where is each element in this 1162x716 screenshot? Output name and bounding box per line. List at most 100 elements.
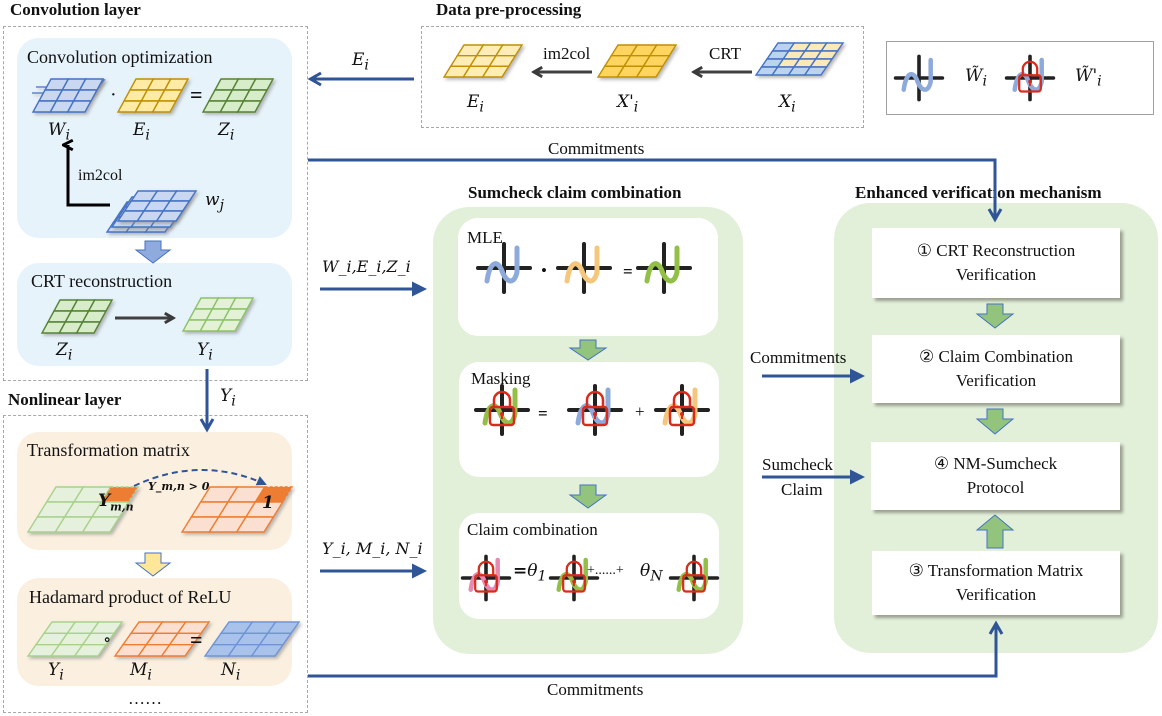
w-prime-tilde-symbol: W̃' — [1075, 66, 1098, 86]
w-symbol: w — [205, 190, 220, 210]
sub-i: i — [235, 667, 241, 684]
verification-crt-line1: CRT Reconstruction — [936, 241, 1076, 260]
label-Y-i-crt: Yi — [197, 340, 213, 363]
circ-operator: ∘ — [103, 630, 112, 649]
y-i-arrow-label: Yi — [220, 386, 236, 409]
sub-1: 1 — [537, 568, 547, 585]
legend-w-prime-tilde-label: W̃'i — [1075, 66, 1102, 89]
claim-combination-title: Claim combination — [467, 520, 598, 539]
step-number-2: ② — [918, 347, 935, 366]
N-symbol: N — [221, 660, 236, 680]
im2col-arrow — [68, 145, 110, 207]
sub-i: i — [1097, 73, 1102, 90]
verification-tm-line2: Verification — [955, 585, 1037, 604]
im2col-label: im2col — [78, 167, 123, 184]
sub-i: i — [145, 127, 150, 144]
sub-i: i — [479, 99, 484, 116]
block-arrow-crt-to-claim — [975, 303, 1015, 329]
matrix-cell — [160, 643, 195, 657]
commitments-top-arrow — [308, 158, 1003, 223]
M-symbol: M — [130, 660, 148, 680]
matrix-cell — [635, 65, 664, 78]
mle-title: MLE — [467, 228, 503, 247]
legend-plain-curve-icon — [893, 54, 945, 102]
Z-symbol: Z — [218, 120, 230, 140]
Y-symbol: Y — [48, 660, 60, 680]
matrix-cell — [155, 210, 184, 222]
verification-crt-line2: Verification — [955, 265, 1037, 284]
sub-i: i — [59, 667, 64, 684]
verification-nm-line1: NM-Sumcheck — [953, 454, 1058, 473]
sub-mn: m,n — [110, 500, 134, 514]
lock-icon — [1018, 60, 1042, 93]
lock-icon — [682, 560, 706, 593]
block-arrow-transform-to-hadamard — [134, 552, 172, 577]
W-symbol: W — [48, 120, 66, 140]
wez-arrow-label: W_i,E_i,Z_i — [322, 257, 411, 276]
mle-curve-blue — [476, 242, 532, 294]
condition-label: Y_m,n > 0 — [148, 480, 209, 493]
sub-i: i — [364, 57, 369, 74]
enhanced-title: Enhanced verification mechanism — [855, 183, 1102, 202]
verification-nm-line2: Protocol — [966, 478, 1025, 497]
matrix-cell — [73, 643, 108, 657]
matrix-cell — [66, 100, 93, 113]
function-curve — [564, 245, 600, 284]
masking-plus: + — [635, 402, 645, 421]
w-tilde-symbol: W̃ — [965, 66, 983, 86]
step-number-1: ① — [916, 241, 933, 260]
label-Xprime-i: X'i — [617, 92, 638, 115]
verification-box-nm-sumcheck: ④ NM-Sumcheck Protocol — [871, 442, 1120, 510]
sub-i: i — [231, 393, 236, 410]
function-curve — [484, 245, 520, 284]
matrix-one-transform — [180, 486, 294, 533]
hadamard-title: Hadamard product of ReLU — [29, 587, 232, 607]
ymn-arrow-label: Y_i, M_i, N_i — [322, 539, 423, 558]
legend-box — [886, 41, 1154, 115]
lock-icon — [581, 390, 609, 427]
matrix-E-i — [116, 78, 190, 113]
matrix-Y-i-crt — [181, 297, 255, 332]
label-Y-i-h: Yi — [48, 660, 64, 683]
matrix-cell — [250, 643, 285, 657]
matrix-cell — [481, 65, 510, 78]
block-arrow-transform-to-nm — [975, 514, 1015, 549]
function-curve — [901, 57, 933, 92]
sumcheck-claim-label-1: Sumcheck — [762, 455, 833, 474]
one-cell-label: 1 — [262, 493, 274, 513]
matrix-E-i-pre — [442, 44, 524, 78]
mle-equals: = — [623, 262, 633, 281]
matrix-W-i — [31, 78, 105, 113]
mle-curve-orange — [556, 242, 612, 294]
dot-operator: · — [110, 84, 117, 106]
masking-title: Masking — [471, 369, 531, 388]
label-Z-i: Zi — [218, 120, 234, 143]
label-W-i: Wi — [48, 120, 70, 143]
matrix-Z-i — [201, 78, 275, 113]
commitments-mid-label: Commitments — [750, 348, 847, 367]
nonlinear-layer-frame — [3, 415, 308, 713]
hadamard-equals: = — [190, 627, 203, 652]
sub-i: i — [633, 99, 639, 116]
ymn-cell-label: Ym,n — [98, 491, 134, 513]
theta-N-label: θN — [640, 561, 663, 584]
sub-i: i — [65, 127, 71, 144]
ellipsis: …… — [128, 689, 162, 708]
E-symbol: E — [352, 50, 365, 70]
data-preprocessing-frame — [421, 26, 864, 128]
sumcheck-claim-label-2: Claim — [781, 480, 823, 499]
lock-icon — [668, 390, 696, 427]
claim-curve-green-1 — [548, 554, 600, 602]
sub-N: N — [650, 568, 663, 585]
im2col-label-pre: im2col — [543, 44, 591, 63]
plus-dots: +......+ — [587, 563, 624, 578]
label-N-i: Ni — [221, 660, 240, 683]
masking-curve-blue — [567, 384, 623, 436]
transformation-matrix-title: Transformation matrix — [27, 440, 190, 460]
sub-i: i — [67, 347, 73, 364]
crt-label-pre: CRT — [709, 44, 742, 63]
matrix-Z-i-crt — [40, 299, 114, 334]
Y-symbol: Y — [197, 340, 209, 360]
X-symbol: X — [779, 92, 792, 112]
matrix-cell — [216, 319, 243, 332]
